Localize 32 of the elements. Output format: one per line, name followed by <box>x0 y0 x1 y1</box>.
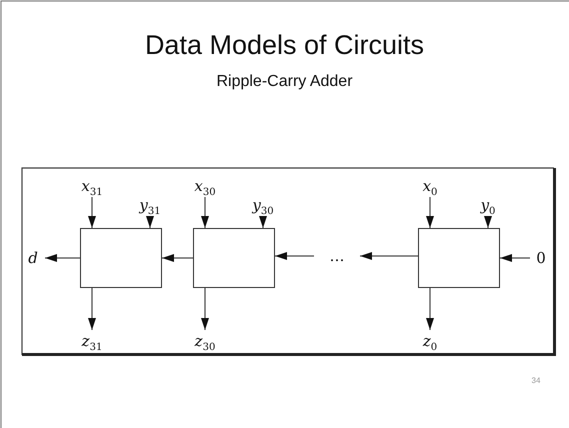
adder-block <box>80 228 162 288</box>
signal-label: 0 <box>533 248 549 268</box>
arrow <box>259 216 267 228</box>
adder-block <box>418 228 500 288</box>
arrow <box>274 252 314 260</box>
signal-label: z$_{31}$ <box>79 331 105 351</box>
signal-label: y$_{0}$ <box>475 195 501 215</box>
signal-label: z$_{0}$ <box>417 331 443 351</box>
arrow <box>44 254 80 262</box>
arrow <box>201 196 209 228</box>
signal-label: x$_{31}$ <box>79 176 105 196</box>
arrow <box>426 288 434 330</box>
arrow <box>88 288 96 330</box>
signal-label: z$_{30}$ <box>192 331 218 351</box>
signal-label: y$_{30}$ <box>250 195 276 215</box>
arrow <box>426 196 434 228</box>
signal-label: x$_{0}$ <box>417 176 443 196</box>
arrow <box>146 216 154 228</box>
arrow <box>88 196 96 228</box>
arrow <box>360 252 418 260</box>
signal-label: x$_{30}$ <box>192 176 218 196</box>
arrow <box>484 216 492 228</box>
adder-block <box>193 228 275 288</box>
arrow <box>201 288 209 330</box>
slide-subtitle: Ripple-Carry Adder <box>215 73 354 91</box>
slide-number: 34 <box>530 376 542 385</box>
signal-label: y$_{31}$ <box>137 195 163 215</box>
arrow <box>162 254 194 262</box>
arrow <box>500 254 530 262</box>
slide-title: Data Models of Circuits <box>144 30 426 61</box>
ellipsis-label: … <box>317 246 357 266</box>
signal-label: d <box>24 248 42 268</box>
